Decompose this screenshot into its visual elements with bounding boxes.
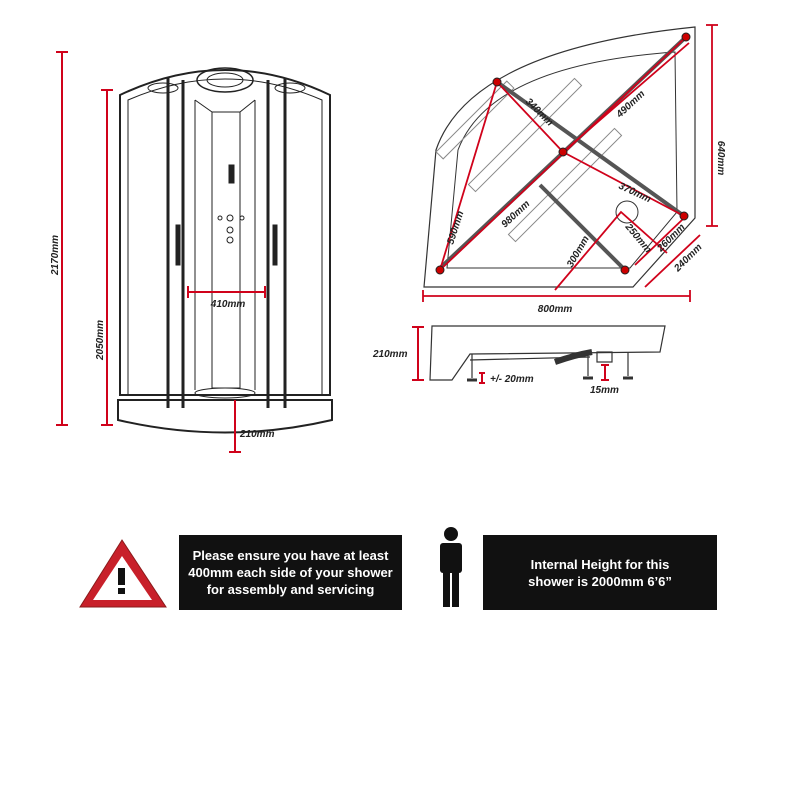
shower-enclosure-drawing	[117, 67, 333, 434]
tray-foot-markers	[435, 32, 691, 275]
assembly-space-notice: Please ensure you have at least 400mm ea…	[179, 535, 402, 610]
warning-icon	[79, 539, 167, 608]
tray-depth-label: 640mm	[715, 141, 726, 176]
diagonal-label: 980mm	[500, 199, 533, 231]
internal-height-notice: Internal Height for this shower is 2000m…	[483, 535, 717, 610]
tray-height-label: 210mm	[239, 429, 275, 440]
leg-340-label: 340mm	[523, 96, 555, 128]
tray-side-drawing	[429, 325, 666, 382]
tray-width-label: 800mm	[538, 304, 573, 315]
person-icon	[440, 527, 462, 607]
enclosure-dimension-lines	[56, 51, 266, 453]
waste-260-label: 260mm	[655, 222, 688, 255]
left-edge-label: 590mm	[445, 210, 466, 246]
total-height-label: 2170mm	[50, 235, 61, 276]
waste-clearance-label: 15mm	[590, 385, 619, 396]
door-width-label: 410mm	[210, 299, 246, 310]
enclosure-height-label: 2050mm	[95, 320, 106, 361]
tray-plan-dimension-lines	[422, 24, 718, 302]
foot-adjust-label: +/- 20mm	[490, 374, 534, 385]
side-height-label: 210mm	[372, 349, 408, 360]
tray-side-dimension-lines	[412, 326, 609, 384]
